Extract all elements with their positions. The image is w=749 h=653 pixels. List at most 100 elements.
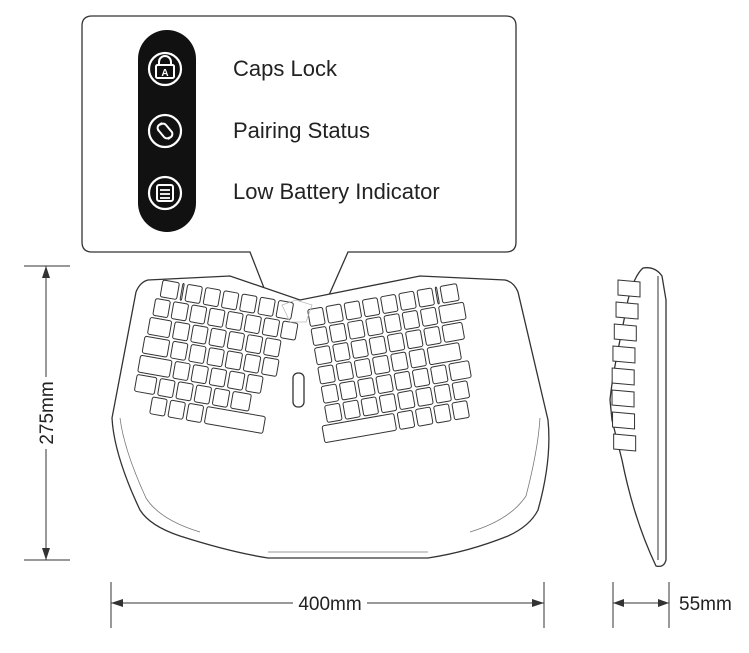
keycap bbox=[448, 360, 472, 382]
keycap bbox=[378, 393, 398, 414]
keyboard-inner-edge bbox=[119, 417, 201, 533]
keycap bbox=[227, 370, 246, 391]
keycap bbox=[204, 406, 266, 434]
side-keycap bbox=[615, 301, 639, 320]
keycap bbox=[375, 374, 394, 394]
side-keycap bbox=[617, 279, 641, 298]
keycap bbox=[257, 296, 276, 317]
keycap bbox=[208, 327, 227, 348]
keycap bbox=[208, 367, 227, 388]
keycap bbox=[412, 367, 431, 388]
keycap bbox=[408, 348, 427, 369]
side-keycap bbox=[613, 433, 637, 452]
keycap bbox=[206, 347, 225, 368]
keycap bbox=[397, 390, 416, 410]
keycap bbox=[179, 283, 185, 301]
depth-dimension bbox=[612, 582, 670, 628]
keycap bbox=[170, 301, 189, 322]
side-keycap bbox=[611, 367, 635, 386]
keycap bbox=[190, 324, 209, 345]
keycap bbox=[398, 290, 417, 311]
low-battery-label: Low Battery Indicator bbox=[233, 179, 440, 204]
keycap bbox=[230, 391, 252, 412]
keycap bbox=[261, 317, 280, 338]
keycap bbox=[157, 378, 176, 398]
keycap bbox=[170, 340, 189, 361]
keycap bbox=[372, 354, 391, 375]
keycap bbox=[362, 297, 381, 318]
side-keycap bbox=[612, 345, 636, 364]
keycap bbox=[212, 387, 231, 408]
keycap bbox=[317, 364, 336, 385]
keycap bbox=[350, 338, 369, 359]
keycap bbox=[263, 337, 282, 358]
height-label: 275mm bbox=[37, 381, 58, 444]
keycap bbox=[239, 293, 258, 314]
keycap bbox=[134, 374, 158, 395]
keycap bbox=[325, 303, 344, 324]
keycap bbox=[415, 406, 434, 427]
pairing-link-icon bbox=[147, 113, 183, 149]
keycap bbox=[307, 306, 326, 327]
keycap bbox=[184, 284, 203, 304]
keycap bbox=[439, 283, 460, 304]
keycap bbox=[438, 301, 467, 324]
side-keycap bbox=[613, 323, 637, 342]
keyboard-inner-edge-right bbox=[469, 417, 541, 533]
keycap bbox=[365, 316, 384, 337]
keycap bbox=[347, 319, 366, 340]
keycap bbox=[357, 377, 376, 398]
keycap bbox=[332, 342, 351, 362]
keycap bbox=[190, 364, 209, 385]
keycap bbox=[383, 313, 402, 334]
keycap bbox=[368, 335, 387, 356]
keycap bbox=[320, 383, 340, 404]
keyboard-side-view bbox=[609, 267, 667, 568]
keycap bbox=[393, 370, 412, 391]
keycap bbox=[426, 342, 462, 366]
keyboard-indicator-strip bbox=[292, 372, 305, 408]
keycap bbox=[390, 351, 409, 372]
keycap bbox=[188, 344, 207, 364]
indicator-hub bbox=[281, 299, 313, 323]
keycap bbox=[353, 358, 373, 378]
keycap bbox=[147, 317, 173, 338]
side-profile-outline bbox=[609, 267, 667, 568]
keycap bbox=[415, 386, 434, 407]
keycap bbox=[225, 311, 244, 331]
keycap bbox=[314, 345, 333, 366]
keycap bbox=[342, 399, 361, 420]
keycap bbox=[189, 304, 208, 325]
keycap bbox=[137, 354, 173, 378]
keycap bbox=[433, 383, 452, 404]
caps-lock-icon: A bbox=[147, 51, 183, 87]
keycap bbox=[193, 384, 212, 405]
keycap bbox=[141, 335, 171, 358]
side-keycap bbox=[612, 411, 636, 430]
keycap bbox=[185, 403, 204, 423]
keycap bbox=[360, 396, 379, 417]
keycap bbox=[310, 326, 329, 346]
keycap bbox=[396, 409, 416, 430]
keycap bbox=[416, 287, 435, 308]
keycap bbox=[451, 380, 470, 401]
side-key-profiles bbox=[611, 279, 641, 452]
keycap bbox=[172, 361, 191, 381]
keycap bbox=[172, 321, 191, 342]
keycap bbox=[380, 294, 399, 314]
side-keycap bbox=[611, 389, 635, 408]
keycap bbox=[226, 331, 245, 351]
pairing-status-label: Pairing Status bbox=[233, 118, 370, 143]
width-label: 400mm bbox=[298, 594, 361, 615]
keycap bbox=[343, 300, 362, 321]
keycap bbox=[152, 298, 171, 318]
keycap bbox=[335, 361, 354, 382]
keycap bbox=[328, 322, 348, 343]
left-key-cluster bbox=[134, 279, 299, 434]
keycap bbox=[430, 364, 449, 385]
caps-lock-label: Caps Lock bbox=[233, 56, 338, 81]
keycap bbox=[441, 322, 465, 343]
indicator-callout: A Caps Lock Pairing Status Low Battery I… bbox=[81, 15, 517, 372]
battery-icon bbox=[147, 175, 183, 211]
